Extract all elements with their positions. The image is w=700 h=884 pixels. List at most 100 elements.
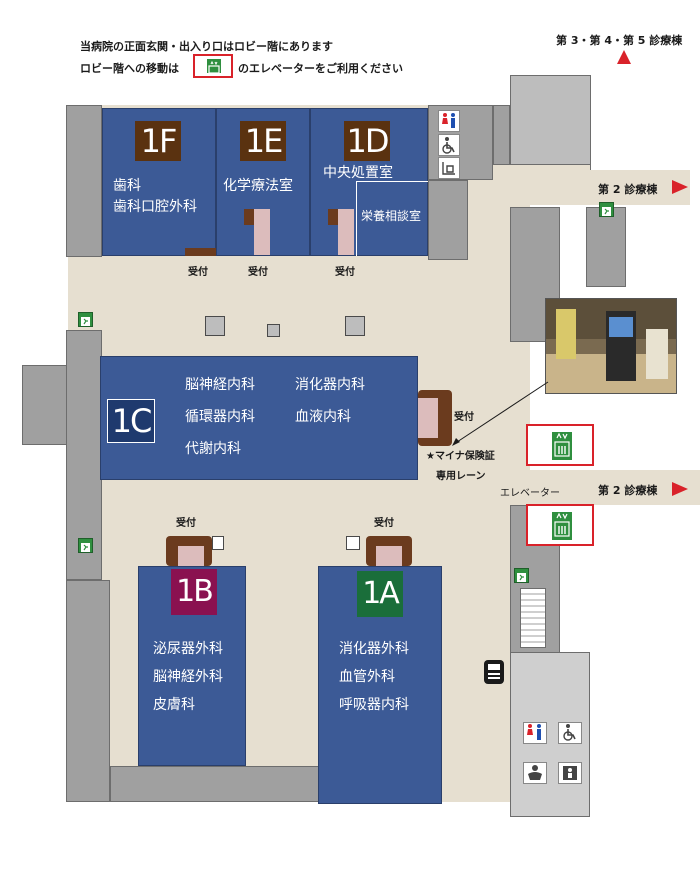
photo-sign [646, 329, 668, 379]
emergency-exit-icon [78, 312, 93, 327]
room-nutrition-consult[interactable]: 栄養相談室 [356, 181, 428, 256]
dept-1a-badge-text: 1A [362, 576, 400, 611]
photo-kiosk-screen [609, 317, 633, 337]
arrow-right-icon [672, 482, 688, 496]
dept-1a-line-2: 血管外科 [339, 669, 395, 685]
arrow-up-icon [617, 50, 631, 64]
dept-1b[interactable]: 1B 泌尿器外科 脳神経外科 皮膚科 [138, 566, 246, 766]
pillar-2 [267, 324, 280, 337]
vending-machine-panel [488, 664, 500, 670]
reception-counter-1d [338, 209, 354, 255]
header-note-elevator-post: のエレベーターをご利用ください [238, 62, 403, 75]
wall-west-protrusion [22, 365, 72, 445]
reception-label-1b: 受付 [176, 518, 196, 529]
dept-1f-badge: 1F [135, 121, 181, 161]
dept-1c-col2-2: 血液内科 [295, 409, 351, 425]
wall-nw [66, 105, 102, 257]
elevator-icon [552, 432, 572, 460]
wall-ne-pillar [428, 180, 468, 260]
dept-1a-line-3: 呼吸器内科 [339, 697, 409, 713]
photo-poster [556, 309, 576, 359]
restroom-icon [523, 722, 547, 744]
multipurpose-room-icon [558, 762, 582, 784]
dept-1c[interactable]: 1C 脳神経内科 循環器内科 代謝内科 消化器内科 血液内科 [100, 356, 418, 480]
floor-corridor-east-top [470, 165, 690, 205]
reception-desk-1f [185, 248, 217, 256]
reception-label-1c: 受付 [454, 412, 474, 423]
reception-desk-1e [244, 209, 254, 225]
emergency-exit-icon [78, 538, 93, 553]
reception-counter-1a [376, 546, 402, 566]
dept-1c-col2-1: 消化器内科 [295, 377, 365, 393]
dept-1f-line-2: 歯科口腔外科 [113, 199, 197, 215]
dept-1c-badge: 1C [107, 399, 155, 443]
direction-buildings-3-4-5: 第 3・第 4・第 5 診療棟 [556, 34, 683, 47]
wall-east-column [586, 207, 626, 287]
reception-label-1f: 受付 [188, 267, 208, 278]
dept-1f[interactable]: 1F 歯科 歯科口腔外科 [102, 108, 217, 256]
dept-1d[interactable]: 1D 中央処置室 栄養相談室 [310, 108, 428, 256]
reception-label-1a: 受付 [374, 518, 394, 529]
dept-1a-line-1: 消化器外科 [339, 641, 409, 657]
my-number-lane-line2: 専用レーン [436, 471, 486, 482]
reception-counter-1c [418, 398, 438, 438]
baby-care-icon [523, 762, 547, 784]
photo-pointer-line [452, 381, 549, 446]
vending-machine-slot-1 [488, 673, 500, 675]
floor-corridor-east-bottom [500, 470, 700, 505]
dept-1c-col1-3: 代謝内科 [185, 441, 241, 457]
pillar-3 [345, 316, 365, 336]
dept-1b-badge: 1B [171, 569, 217, 615]
arrow-right-icon [672, 180, 688, 194]
reception-chair-1a [346, 536, 360, 550]
dept-1e-badge-text: 1E [244, 122, 284, 160]
room-nutrition-consult-label: 栄養相談室 [361, 209, 422, 223]
wheelchair-icon [558, 722, 582, 744]
my-number-lane-line1: ★マイナ保険証 [426, 451, 495, 462]
dept-1c-badge-text: 1C [111, 402, 153, 440]
photo-my-number-lane [545, 298, 677, 394]
reception-label-1d: 受付 [335, 267, 355, 278]
dept-1b-line-1: 泌尿器外科 [153, 641, 223, 657]
wheelchair-icon [438, 134, 460, 156]
header-note-elevator-pre: ロビー階への移動は [80, 62, 179, 75]
dept-1e[interactable]: 1E 化学療法室 [216, 108, 310, 256]
reception-desk-1d [328, 209, 338, 225]
dept-1b-line-3: 皮膚科 [153, 697, 195, 713]
dept-1c-col1-1: 脳神経内科 [185, 377, 255, 393]
dept-1a-badge: 1A [357, 571, 403, 617]
wall-ne-small [493, 105, 510, 165]
reception-counter-1e [254, 209, 270, 255]
vending-machine-slot-2 [488, 677, 500, 679]
elevator-icon [552, 512, 572, 540]
vending-machine-icon [484, 660, 504, 684]
stairs [520, 588, 546, 648]
restroom-icon [438, 110, 460, 132]
direction-building-2-top: 第 2 診療棟 [598, 183, 658, 196]
dept-1a[interactable]: 1A 消化器外科 血管外科 呼吸器内科 [318, 566, 442, 804]
direction-building-2-bottom: 第 2 診療棟 [598, 484, 658, 497]
elevator-label: エレベーター [500, 488, 560, 499]
elevator-south[interactable] [526, 504, 594, 546]
dept-1e-badge: 1E [240, 121, 286, 161]
dept-1b-badge-text: 1B [176, 574, 214, 609]
elevator-icon [207, 59, 221, 74]
reception-chair-1b [212, 536, 224, 550]
dept-1d-line-1: 中央処置室 [323, 165, 393, 181]
dept-1e-line-1: 化学療法室 [223, 178, 293, 194]
header-elevator-legend [193, 54, 233, 78]
dept-1f-line-1: 歯科 [113, 178, 141, 194]
dept-1d-badge-text: 1D [346, 122, 390, 160]
emergency-exit-icon [514, 568, 529, 583]
dept-1b-line-2: 脳神経外科 [153, 669, 223, 685]
emergency-exit-icon [599, 202, 614, 217]
dept-1c-col1-2: 循環器内科 [185, 409, 255, 425]
reception-label-1e: 受付 [248, 267, 268, 278]
pillar-1 [205, 316, 225, 336]
dept-1f-badge-text: 1F [140, 122, 178, 160]
elevator-north[interactable] [526, 424, 594, 466]
ostomate-icon [438, 157, 460, 179]
reception-counter-1b [178, 546, 204, 566]
wall-north-corridor-edge [590, 75, 700, 170]
header-note-entrance: 当病院の正面玄関・出入り口はロビー階にあります [80, 40, 333, 53]
